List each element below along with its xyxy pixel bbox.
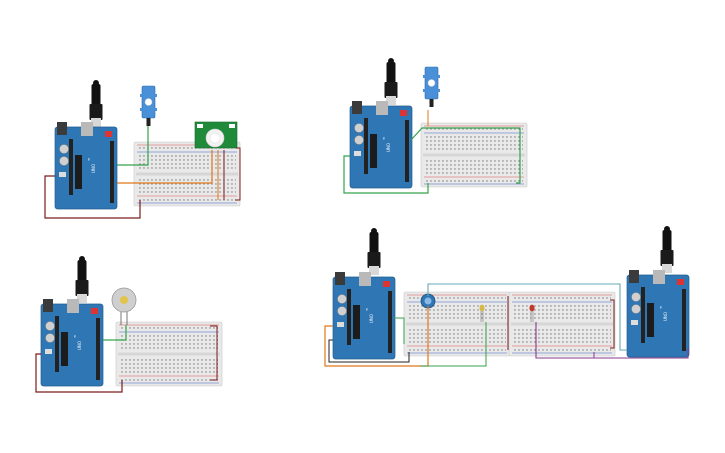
led-yellow[interactable] [479,304,485,322]
arduino-uno-4b[interactable] [626,269,690,358]
potentiometer[interactable] [420,293,436,309]
circuit-4[interactable] [324,226,690,367]
arduino-uno-2[interactable] [349,100,413,189]
usb-cable [367,228,381,275]
circuit-3[interactable] [35,256,223,393]
pir-sensor[interactable] [194,121,238,149]
servo-motor-1[interactable] [139,85,158,127]
breadboard-4b[interactable] [508,291,616,357]
servo-motor-2[interactable] [422,66,441,108]
usb-cable [89,80,103,127]
usb-cable [75,256,89,303]
arduino-uno-1[interactable] [54,121,118,210]
breadboard-2[interactable] [420,122,528,188]
led-red[interactable] [529,304,535,322]
breadboard-4a[interactable] [403,291,511,357]
arduino-uno-3[interactable] [40,298,104,387]
usb-cable [384,58,398,105]
circuit-1[interactable] [44,80,241,219]
dc-motor[interactable] [111,287,137,325]
circuit-2[interactable] [343,58,528,194]
arduino-uno-4a[interactable] [332,271,396,360]
usb-cable [660,226,674,273]
breadboard-3[interactable] [115,321,223,387]
